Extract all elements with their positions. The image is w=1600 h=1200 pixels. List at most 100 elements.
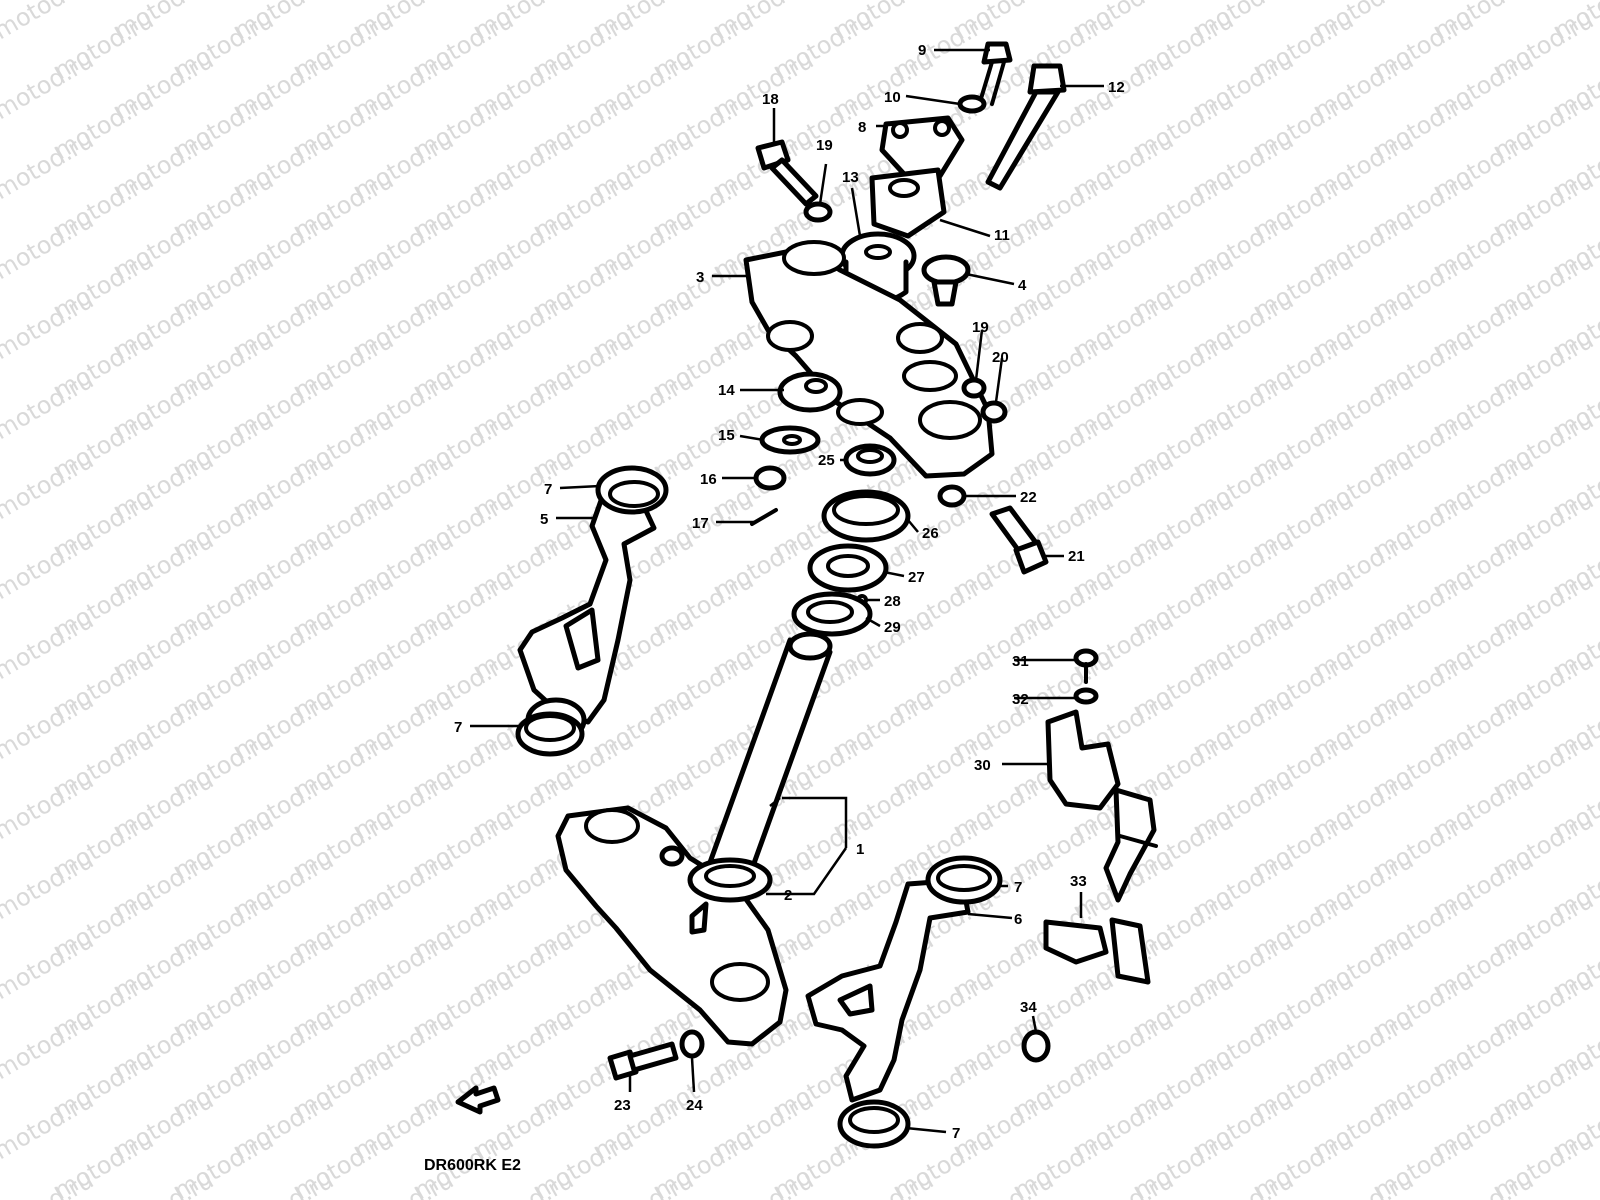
callout-31: 31 bbox=[1012, 653, 1029, 670]
bearing-part-27 bbox=[807, 543, 889, 593]
washer-part-22 bbox=[937, 484, 967, 508]
washer-part-10 bbox=[957, 94, 987, 114]
bolt-part-23 bbox=[607, 1041, 679, 1081]
callout-19-right: 19 bbox=[972, 319, 989, 336]
callout-16: 16 bbox=[700, 471, 717, 488]
steering-upper-bracket-part-3 bbox=[743, 240, 995, 479]
watermark-text: motod.ru bbox=[0, 846, 98, 925]
washer-part-19-top bbox=[803, 201, 833, 223]
watermark-text: motod.ru bbox=[0, 606, 98, 685]
callout-25: 25 bbox=[818, 452, 835, 469]
callout-7-upper-left: 7 bbox=[544, 481, 552, 498]
watermark-text: motod.ru bbox=[0, 366, 98, 445]
callout-labels: 9 12 10 8 18 19 13 11 3 4 19 20 14 15 25… bbox=[454, 42, 1125, 1142]
cushion-part-7-upper-left bbox=[595, 465, 669, 515]
nut-part-20 bbox=[980, 400, 1008, 424]
callout-21: 21 bbox=[1068, 548, 1085, 565]
callout-26: 26 bbox=[922, 525, 939, 542]
watermark-text: motod.ru bbox=[829, 1166, 938, 1200]
callout-11: 11 bbox=[994, 227, 1010, 244]
lower-bearing-part-2 bbox=[687, 857, 773, 903]
model-code-label: DR600RK E2 bbox=[424, 1157, 521, 1174]
callout-7-lower-right: 7 bbox=[952, 1125, 960, 1142]
callout-19-top: 19 bbox=[816, 137, 833, 154]
watermark-text: motod.ru bbox=[1309, 1166, 1418, 1200]
washer-part-24 bbox=[679, 1029, 705, 1059]
watermark-text: motod.ru bbox=[0, 686, 98, 765]
leader-lines bbox=[470, 48, 1104, 1134]
callout-32: 32 bbox=[1012, 691, 1029, 708]
callout-2: 2 bbox=[784, 887, 792, 904]
callout-7-lower-left: 7 bbox=[454, 719, 462, 736]
watermark-text: motod.ru bbox=[0, 526, 98, 605]
callout-14: 14 bbox=[718, 382, 735, 399]
callout-17: 17 bbox=[692, 515, 709, 532]
bolt-part-21 bbox=[989, 505, 1049, 575]
watermark-text: motod.ru bbox=[0, 446, 98, 525]
washer-part-32 bbox=[1073, 687, 1099, 705]
callout-15: 15 bbox=[718, 427, 735, 444]
cushion-part-7-lower-left bbox=[515, 711, 585, 757]
watermark-text: motod.ru bbox=[229, 1166, 338, 1200]
callout-6: 6 bbox=[1014, 911, 1022, 928]
callout-34: 34 bbox=[1020, 999, 1037, 1016]
watermark-text: motod.ru bbox=[949, 1166, 1058, 1200]
washer-part-15 bbox=[759, 425, 821, 455]
steering-lower-bracket-part-1 bbox=[555, 805, 789, 1047]
callout-8: 8 bbox=[858, 119, 866, 136]
long-bolt-part-12 bbox=[985, 63, 1067, 191]
callout-7-upper-right: 7 bbox=[1014, 879, 1022, 896]
callout-23: 23 bbox=[614, 1097, 631, 1114]
steering-lock-part-30 bbox=[1045, 709, 1158, 903]
callout-3: 3 bbox=[696, 269, 704, 286]
spacer-part-14 bbox=[777, 371, 843, 413]
callout-30: 30 bbox=[974, 757, 991, 774]
watermark-text: motod.ru bbox=[1069, 1166, 1178, 1200]
watermark-text: motod.ru bbox=[589, 1166, 698, 1200]
watermark-text: motod.ru bbox=[0, 1086, 98, 1165]
callout-33: 33 bbox=[1070, 873, 1087, 890]
watermark-text: motod.ru bbox=[1429, 1166, 1538, 1200]
callout-5: 5 bbox=[540, 511, 548, 528]
washer-part-19-right bbox=[961, 377, 987, 399]
cushion-part-7-lower-right bbox=[837, 1099, 911, 1149]
watermark-text: motod.ru bbox=[0, 766, 98, 845]
callout-18: 18 bbox=[762, 91, 779, 108]
bolt-part-4 bbox=[921, 254, 971, 307]
watermark-text: motod.ru bbox=[0, 206, 98, 285]
callout-20: 20 bbox=[992, 349, 1009, 366]
watermark-text: motod.ru bbox=[0, 0, 98, 45]
watermark-text: motod.ru bbox=[0, 126, 98, 205]
bolt-part-18 bbox=[755, 139, 819, 207]
lock-pin-part-33 bbox=[1043, 917, 1151, 985]
callout-4: 4 bbox=[1018, 277, 1027, 294]
watermark-text: motod.ru bbox=[0, 926, 98, 1005]
callout-22: 22 bbox=[1020, 489, 1037, 506]
screw-part-31 bbox=[1073, 648, 1099, 684]
bearing-race-part-29 bbox=[791, 591, 873, 637]
headlight-bracket-left-part-5 bbox=[517, 489, 657, 743]
headlight-bracket-right-part-6 bbox=[805, 877, 971, 1103]
nut-part-16 bbox=[753, 465, 787, 491]
watermark-text: motod.ru bbox=[109, 1166, 218, 1200]
watermark-text: motod.ru bbox=[1189, 1166, 1298, 1200]
watermark-text: motod.ru bbox=[0, 46, 98, 125]
dust-seal-part-26 bbox=[821, 489, 911, 543]
bolt-part-9 bbox=[978, 41, 1013, 106]
front-arrow-icon bbox=[455, 1085, 501, 1115]
callout-1: 1 bbox=[856, 841, 864, 858]
watermark-text: motod.ru bbox=[0, 286, 98, 365]
callout-29: 29 bbox=[884, 619, 901, 636]
watermark-text: motod.ru bbox=[709, 1166, 818, 1200]
callout-24: 24 bbox=[686, 1097, 703, 1114]
callout-10: 10 bbox=[884, 89, 901, 106]
callout-13: 13 bbox=[842, 169, 859, 186]
callout-12: 12 bbox=[1108, 79, 1125, 96]
callout-28: 28 bbox=[884, 593, 901, 610]
callout-27: 27 bbox=[908, 569, 925, 586]
watermark-text: motod.ru bbox=[0, 1006, 98, 1085]
callout-9: 9 bbox=[918, 42, 926, 59]
clip-part-34 bbox=[1021, 1029, 1051, 1063]
steering-stem-nut-part-25 bbox=[843, 443, 897, 477]
